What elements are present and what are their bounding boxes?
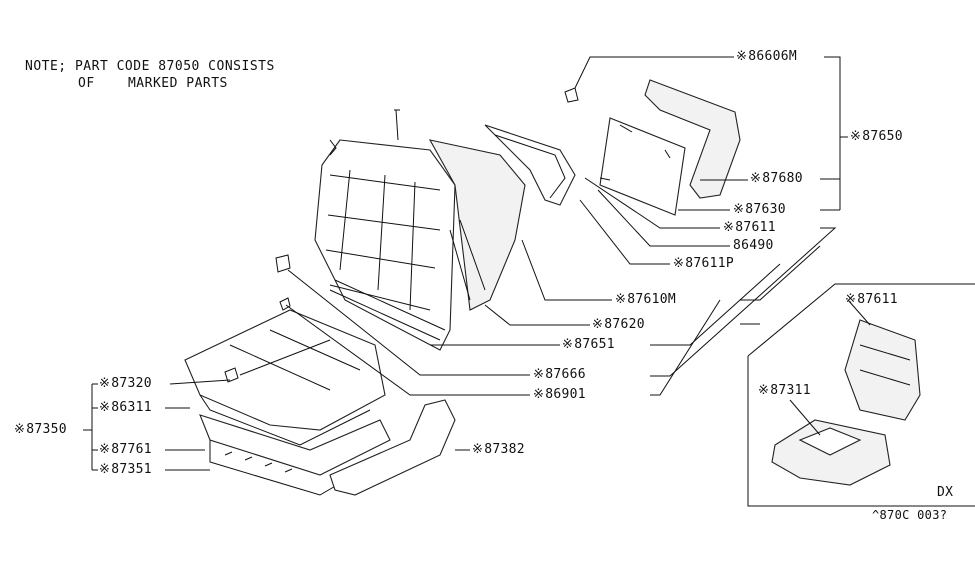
callout-87611P: ※87611P xyxy=(673,257,734,271)
marker-symbol: ※ xyxy=(99,376,111,391)
callout-87320: ※87320 xyxy=(99,377,152,391)
dx-inset-box xyxy=(747,283,975,507)
callout-87611P-code: 87611P xyxy=(685,256,734,271)
dx-seat-cushion-part xyxy=(771,419,891,486)
callout-87320-code: 87320 xyxy=(111,376,152,391)
callout-87611: ※87611 xyxy=(723,221,776,235)
dx-seat-back-part xyxy=(844,319,921,421)
marker-symbol: ※ xyxy=(533,367,545,382)
marker-symbol: ※ xyxy=(592,317,604,332)
back-panel-part xyxy=(644,79,741,199)
marker-symbol: ※ xyxy=(99,462,111,477)
callout-87382-code: 87382 xyxy=(484,442,525,457)
marker-symbol: ※ xyxy=(14,422,26,437)
marker-symbol: ※ xyxy=(723,220,735,235)
callout-87650-code: 87650 xyxy=(862,129,903,144)
callout-87382: ※87382 xyxy=(472,443,525,457)
callout-87666: ※87666 xyxy=(533,368,586,382)
marker-symbol: ※ xyxy=(615,292,627,307)
marker-symbol: ※ xyxy=(99,400,111,415)
callout-86606M-code: 86606M xyxy=(748,49,797,64)
callout-86311: ※86311 xyxy=(99,401,152,415)
seat-back-frame-part xyxy=(314,109,456,351)
callout-87651: ※87651 xyxy=(562,338,615,352)
callout-87630-code: 87630 xyxy=(745,202,786,217)
marker-symbol: ※ xyxy=(533,387,545,402)
marker-symbol: ※ xyxy=(562,337,574,352)
marker-symbol: ※ xyxy=(736,49,748,64)
callout-86490: 86490 xyxy=(733,239,774,253)
leader-lines xyxy=(83,56,871,471)
callout-87620: ※87620 xyxy=(592,318,645,332)
marker-symbol: ※ xyxy=(845,292,857,307)
callout-87350-code: 87350 xyxy=(26,422,67,437)
dx-callout-87311: ※87311 xyxy=(758,384,811,398)
marker-symbol: ※ xyxy=(99,442,111,457)
dx-callout-87611: ※87611 xyxy=(845,293,898,307)
callout-87350: ※87350 xyxy=(14,423,67,437)
callout-87611-code: 87611 xyxy=(735,220,776,235)
dx-callout-87311-code: 87311 xyxy=(770,383,811,398)
lever-part xyxy=(224,367,239,383)
callout-86490-code: 86490 xyxy=(733,238,774,253)
callout-87650: ※87650 xyxy=(850,130,903,144)
callout-87630: ※87630 xyxy=(733,203,786,217)
seat-back-pad-part xyxy=(428,139,526,311)
callout-87351-code: 87351 xyxy=(111,462,152,477)
marker-symbol: ※ xyxy=(673,256,685,271)
dx-callout-87611-code: 87611 xyxy=(857,292,898,307)
callout-87610M: ※87610M xyxy=(615,293,676,307)
callout-87351: ※87351 xyxy=(99,463,152,477)
callout-86901-code: 86901 xyxy=(545,387,586,402)
dx-inset-label: DX xyxy=(937,485,954,500)
callout-87666-code: 87666 xyxy=(545,367,586,382)
callout-87680-code: 87680 xyxy=(762,171,803,186)
diagram-id: ^870C 003? xyxy=(872,508,948,522)
marker-symbol: ※ xyxy=(733,202,745,217)
marker-symbol: ※ xyxy=(850,129,862,144)
headrest-board-part xyxy=(599,117,686,216)
marker-symbol: ※ xyxy=(472,442,484,457)
hinge-cover-part xyxy=(275,254,291,273)
callout-87761: ※87761 xyxy=(99,443,152,457)
callout-87761-code: 87761 xyxy=(111,442,152,457)
callout-86901: ※86901 xyxy=(533,388,586,402)
callout-87680: ※87680 xyxy=(750,172,803,186)
callout-87651-code: 87651 xyxy=(574,337,615,352)
callout-86311-code: 86311 xyxy=(111,400,152,415)
note-line-1: NOTE; PART CODE 87050 CONSISTS xyxy=(25,59,275,74)
clip-part xyxy=(564,87,579,103)
clip-small-part xyxy=(279,297,291,311)
marker-symbol: ※ xyxy=(758,383,770,398)
seat-slide-cover-part xyxy=(329,399,456,496)
callout-87620-code: 87620 xyxy=(604,317,645,332)
marker-symbol: ※ xyxy=(750,171,762,186)
callout-87610M-code: 87610M xyxy=(627,292,676,307)
note-line-2: OF MARKED PARTS xyxy=(78,76,228,91)
callout-86606M: ※86606M xyxy=(736,50,797,64)
seat-back-cover-part xyxy=(484,124,576,206)
